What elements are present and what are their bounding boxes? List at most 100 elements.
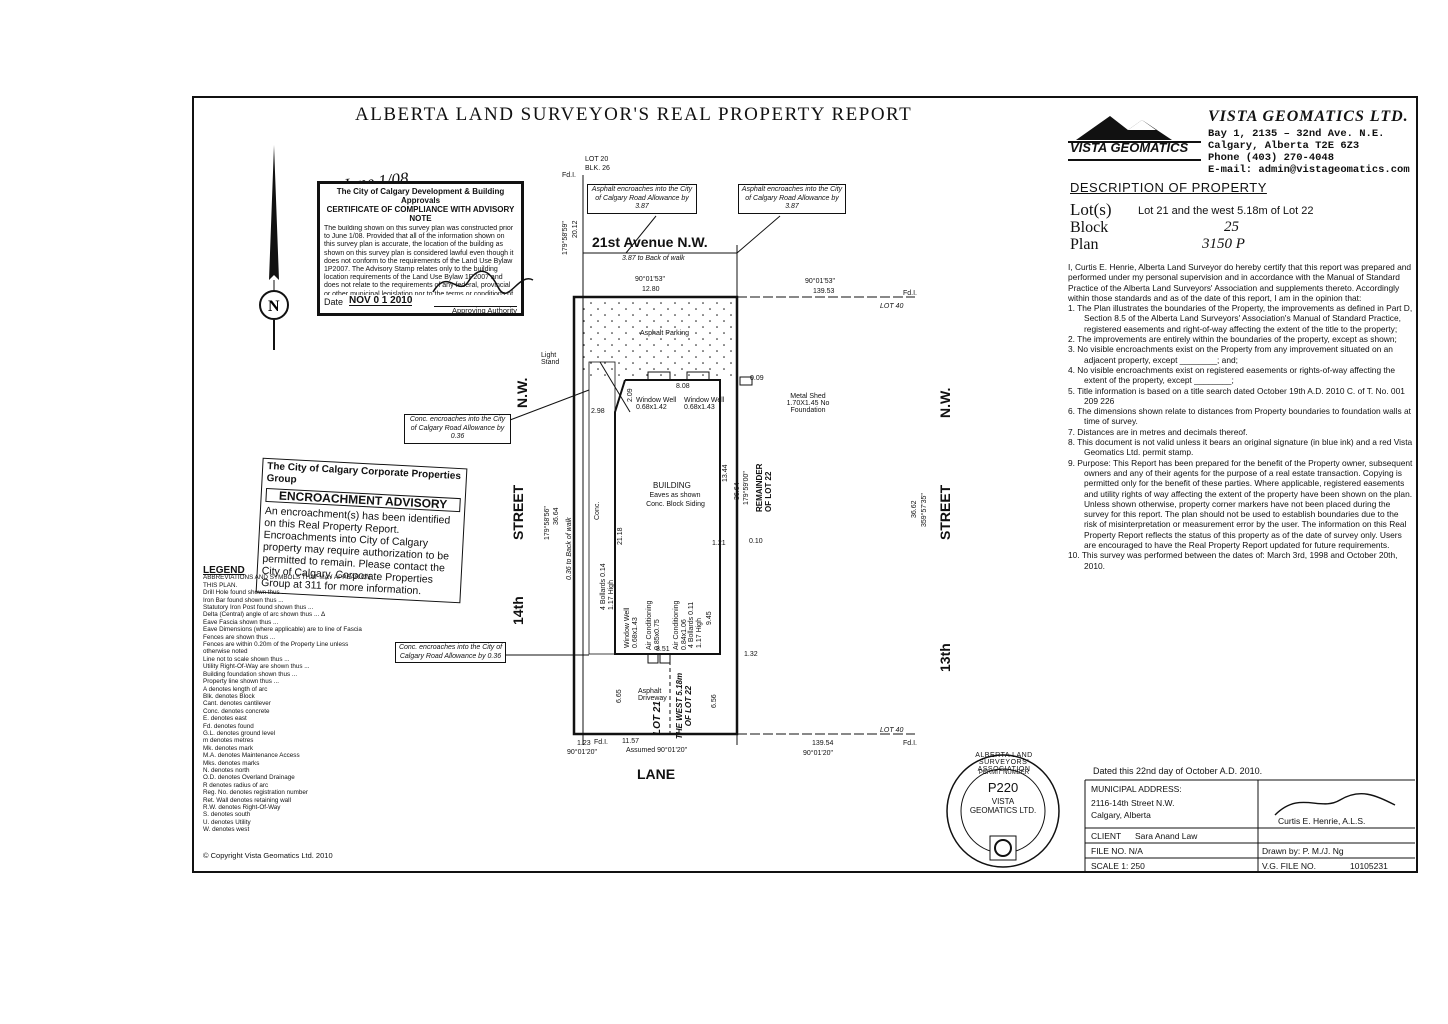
- plan-value: 3150 P: [1202, 236, 1245, 252]
- dim-side-left: 36.64: [553, 507, 560, 525]
- aircon-2: Air Conditioning 0.84x1.06: [673, 600, 688, 650]
- window-well-2: Window Well 0.68x1.43: [684, 397, 725, 411]
- company-address: Bay 1, 2135 – 32nd Ave. N.E.Calgary, Alb…: [1208, 128, 1410, 176]
- file-no: FILE NO. N/A: [1091, 846, 1143, 856]
- fdi-tr: Fd.I.: [903, 290, 918, 297]
- lot21-label: LOT 21: [652, 701, 663, 735]
- callout-asphalt-2: Asphalt encroaches into the City of Calg…: [738, 184, 846, 214]
- seal-ring: ALBERTA LAND SURVEYORS' ASSOCIATION: [975, 752, 1033, 773]
- angle-far: 359°57'35": [921, 493, 928, 527]
- client-value: Sara Anand Law: [1135, 831, 1198, 841]
- company-name: VISTA GEOMATICS LTD.: [1208, 108, 1409, 125]
- compliance-stamp: The City of Calgary Development & Buildi…: [317, 181, 524, 316]
- callout-conc-1: Conc. encroaches into the City of Calgar…: [404, 414, 511, 444]
- signature-mark: [432, 270, 534, 295]
- dim-2118: 21.18: [617, 527, 624, 545]
- certification-text: I, Curtis E. Henrie, Alberta Land Survey…: [1068, 262, 1413, 571]
- lot40-top: LOT 40: [880, 303, 904, 310]
- remainder-lot22: REMAINDER OF LOT 22: [755, 463, 773, 512]
- dim-851: 8.51: [656, 646, 670, 653]
- window-well-3: Window Well 0.68x1.43: [624, 607, 639, 648]
- dim-010: 0.10: [749, 538, 763, 545]
- lot40-bottom: LOT 40: [880, 727, 904, 734]
- street-north: 21st Avenue N.W.: [592, 234, 708, 250]
- dim-bottom: 11.57: [622, 738, 639, 745]
- angle-right: 179°59'00": [743, 471, 750, 505]
- address-line-2: Calgary, Alberta: [1091, 810, 1151, 820]
- logo-text: VISTA GEOMATICS: [1070, 140, 1189, 155]
- fdi-bl: Fd.I.: [594, 739, 609, 746]
- north-arrow-icon: N: [259, 145, 289, 350]
- street-13th-word: STREET: [937, 484, 953, 540]
- window-well-1: Window Well 0.68x1.42: [636, 397, 677, 411]
- dim-298: 2.98: [591, 408, 605, 415]
- asphalt-driveway: Asphalt Driveway: [638, 688, 667, 702]
- dim-top: 12.80: [642, 286, 660, 293]
- dim-1344: 13.44: [722, 464, 729, 482]
- conc-label: Conc.: [594, 501, 601, 520]
- logo-bar: [1068, 141, 1201, 161]
- dim-665: 6.65: [616, 689, 623, 703]
- fdi-top: Fd.I.: [562, 172, 577, 179]
- building-label: BUILDING: [653, 481, 691, 490]
- fdi-br: Fd.I.: [903, 740, 918, 747]
- description-heading: DESCRIPTION OF PROPERTY: [1070, 180, 1267, 195]
- callout-asphalt-1: Asphalt encroaches into the City of Calg…: [587, 184, 697, 214]
- light-stand: Light Stand: [541, 352, 560, 366]
- report-title: ALBERTA LAND SURVEYOR'S REAL PROPERTY RE…: [355, 104, 913, 125]
- eaves-label: Eaves as shown: [649, 492, 701, 499]
- drawn-by: Drawn by: P. M./J. Ng: [1262, 846, 1344, 856]
- dim-side-right: 36.64: [734, 482, 741, 500]
- lot20-label: LOT 20: [585, 156, 609, 163]
- lot-value: Lot 21 and the west 5.18m of Lot 22: [1138, 205, 1314, 217]
- angle-left: 179°58'56": [544, 506, 551, 540]
- copyright: © Copyright Vista Geomatics Ltd. 2010: [203, 851, 333, 860]
- bollards-2: 4 Bollards 0.11 1.17 High: [688, 601, 703, 648]
- seal-line1: VISTA: [991, 797, 1015, 806]
- dim-656: 6.56: [711, 694, 718, 708]
- siding-label: Conc. Block Siding: [646, 501, 705, 508]
- dim-123: 1.23: [577, 740, 591, 747]
- municipal-label: MUNICIPAL ADDRESS:: [1091, 784, 1182, 794]
- callout-conc-2: Conc. encroaches into the City of Calgar…: [395, 642, 506, 663]
- dim-009: 0.09: [750, 375, 764, 382]
- scale: SCALE 1: 250: [1091, 861, 1145, 871]
- back-of-walk-label: 3.87 to Back of walk: [622, 255, 685, 262]
- street-14th-word: STREET: [510, 484, 526, 540]
- assumed-angle: Assumed 90°01'20": [626, 747, 688, 754]
- client-label: CLIENT: [1091, 831, 1122, 841]
- street-14th-nw: N.W.: [514, 377, 530, 408]
- angle-br: 90°01'20": [803, 750, 833, 757]
- angle-bl: 90°01'20": [567, 749, 597, 756]
- seal-number: P220: [987, 780, 1019, 795]
- dim-808: 8.08: [676, 383, 690, 390]
- dim-side-far: 36.62: [911, 500, 918, 518]
- vista-logo-icon: [1076, 116, 1172, 140]
- vg-file-value: 10105231: [1350, 861, 1388, 871]
- svg-text:N: N: [268, 298, 280, 315]
- angle-top-right: 90°01'53": [805, 278, 835, 285]
- seal-line2: GEOMATICS LTD.: [969, 806, 1037, 815]
- report-frame: [192, 96, 1418, 873]
- aircon-1: Air Conditioning 0.85x0.75: [646, 600, 661, 650]
- block-value: 25: [1224, 219, 1239, 235]
- dim-top-right: 139.53: [813, 288, 835, 295]
- block-label: Block: [1070, 219, 1109, 236]
- asphalt-parking: Asphalt Parking: [640, 330, 690, 337]
- legend: LEGEND ABBREVIATIONS AND SYMBOLS THAT MA…: [203, 565, 371, 834]
- blk26-label: BLK. 26: [585, 165, 610, 172]
- angle-topleft: 179°58'59": [562, 221, 569, 255]
- walk-left: 0.36 to Back of walk: [566, 517, 573, 580]
- address-line-1: 2116-14th Street N.W.: [1091, 798, 1175, 808]
- dim-121: 1.21: [712, 540, 726, 547]
- dim-945: 9.45: [706, 611, 713, 625]
- lane-label: LANE: [637, 766, 676, 782]
- west-518-label: THE WEST 5.18m OF LOT 22: [675, 672, 693, 740]
- seal-permit-label: PERMIT NUMBER: [978, 770, 1030, 776]
- angle-top: 90°01'53": [635, 276, 665, 283]
- plan-label: Plan: [1070, 236, 1099, 253]
- dim-209: 2.09: [627, 388, 634, 402]
- dated-line: Dated this 22nd day of October A.D. 2010…: [1093, 766, 1263, 776]
- surveyor-name: Curtis E. Henrie, A.L.S.: [1278, 816, 1366, 826]
- lot-label: Lot(s): [1070, 200, 1112, 219]
